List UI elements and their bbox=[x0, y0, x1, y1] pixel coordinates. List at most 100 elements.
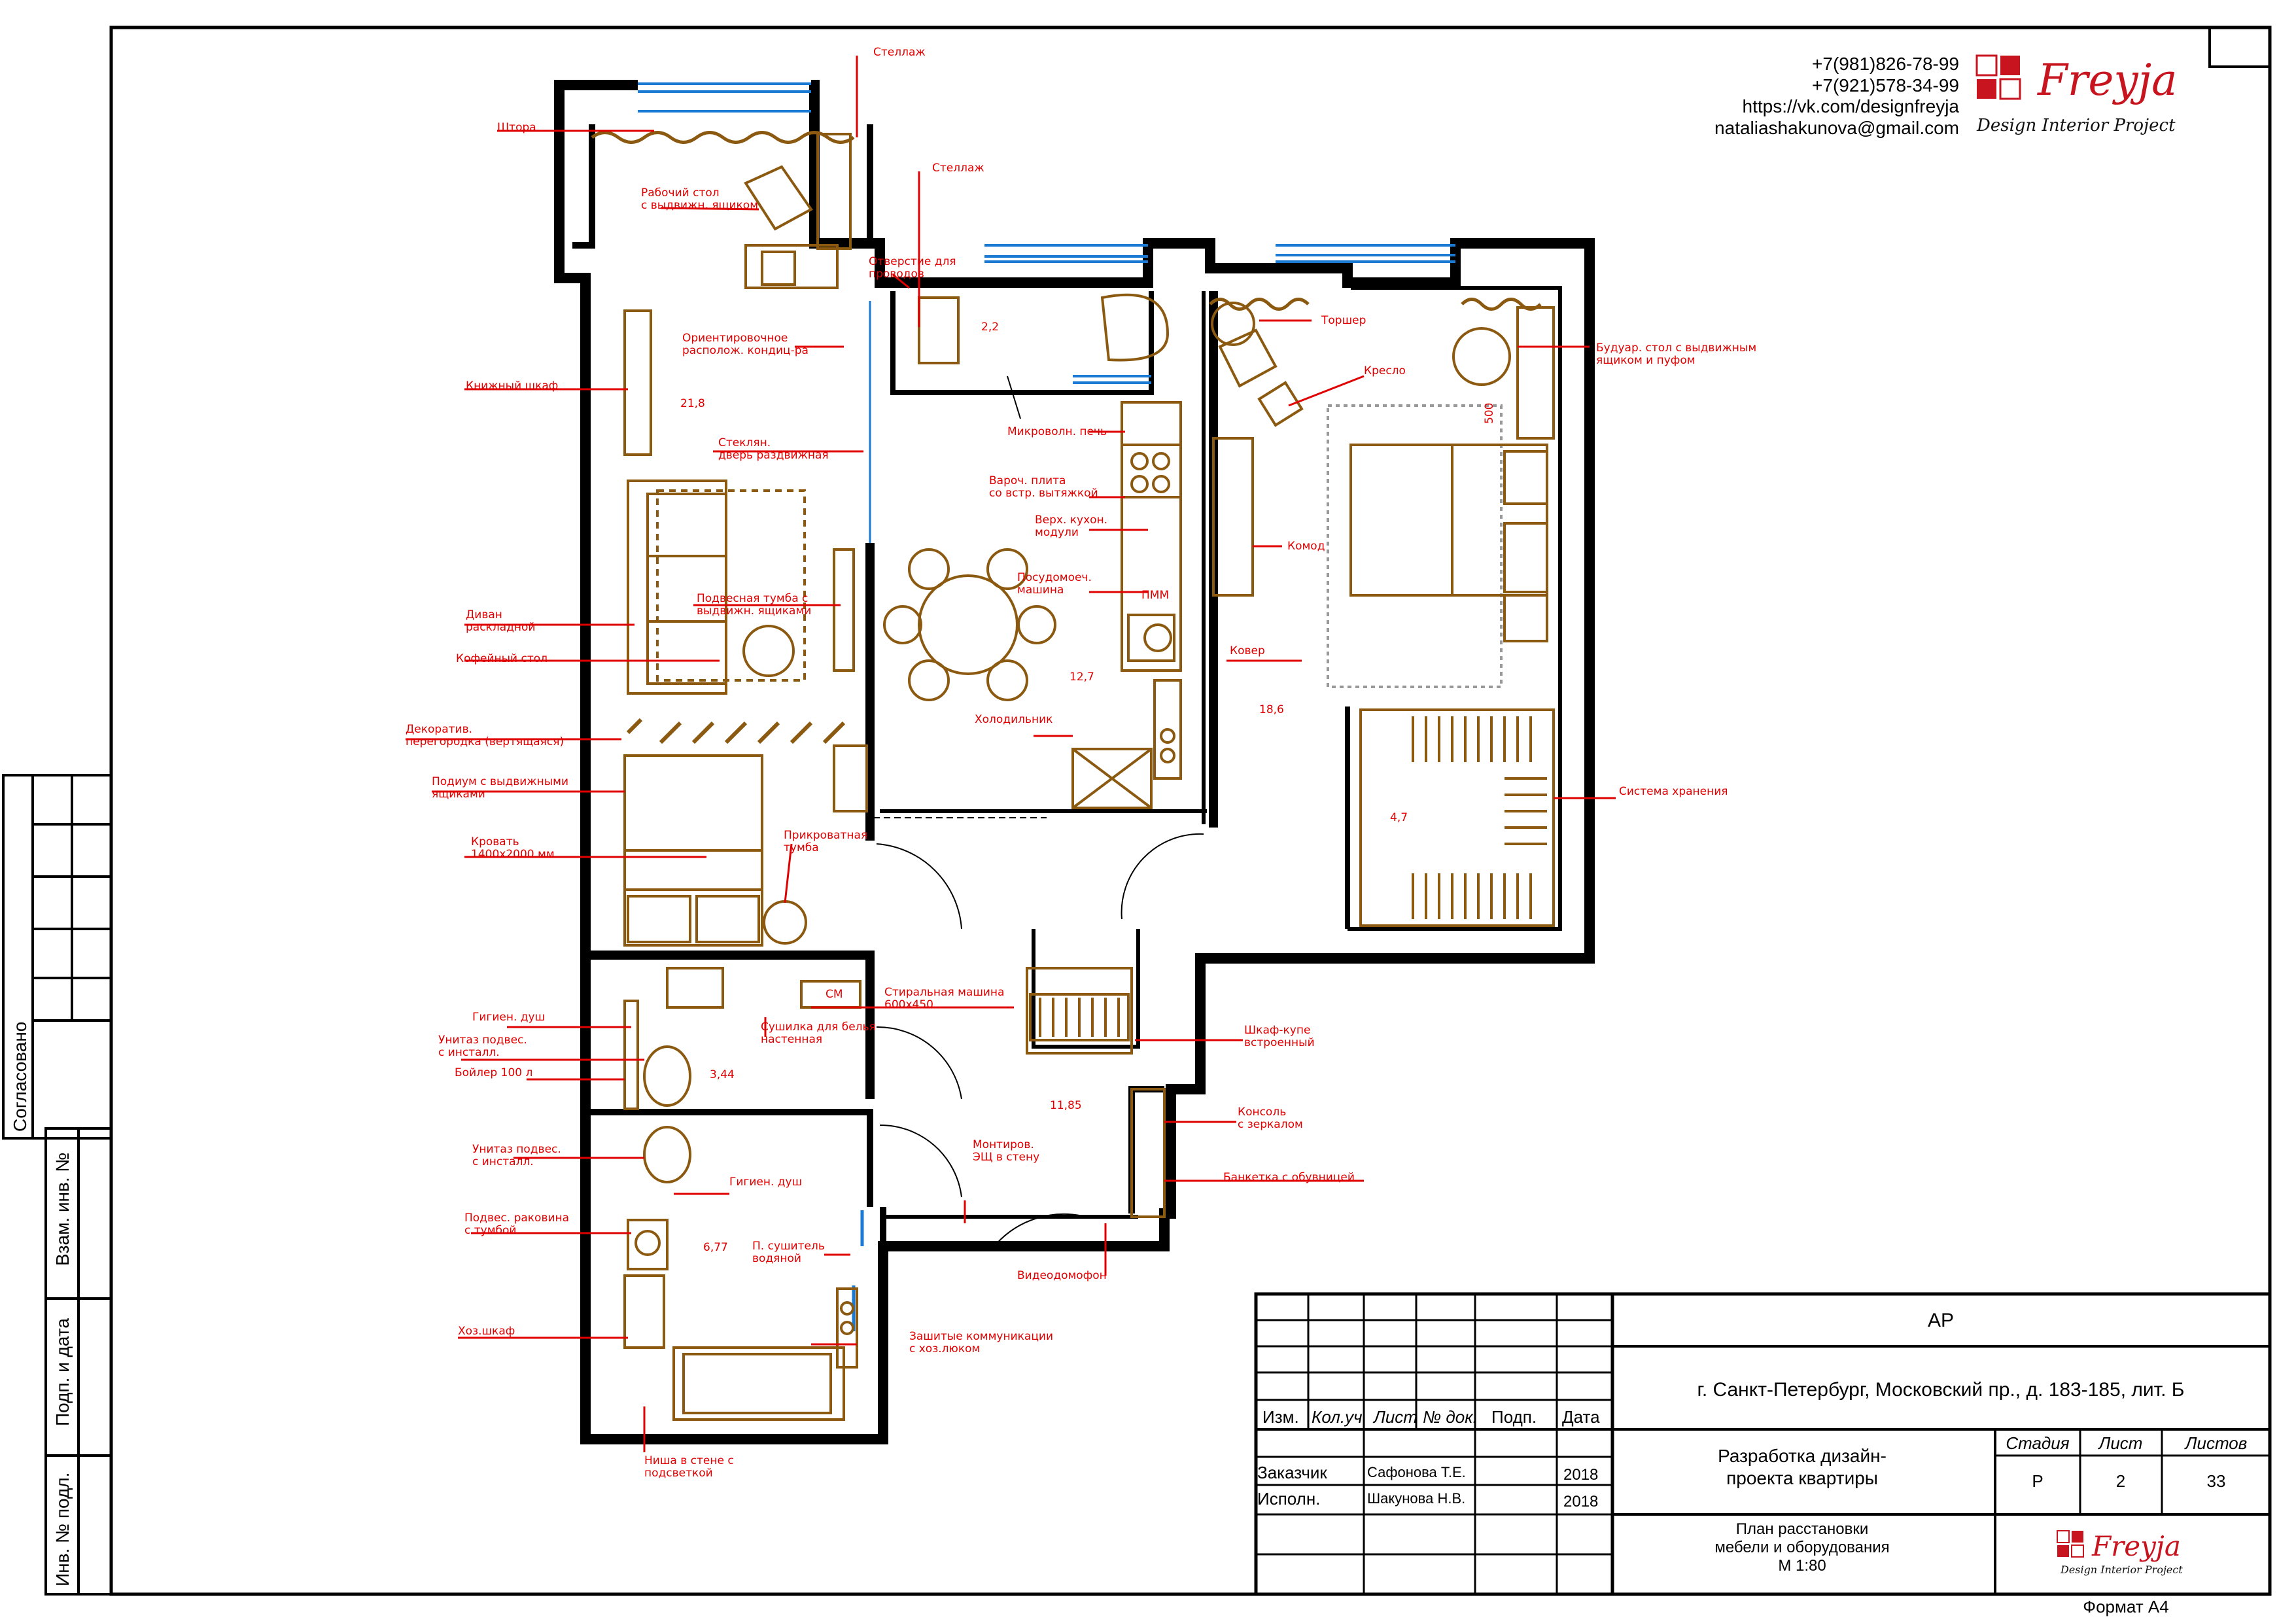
logo-square-3 bbox=[1977, 79, 1996, 99]
tb-logo-square-4 bbox=[2071, 1544, 2084, 1558]
vk-link: https://vk.com/designfreyja bbox=[1743, 96, 1960, 116]
project-name: Разработка дизайн-проекта квартиры bbox=[1718, 1446, 1887, 1488]
tb-brand-tagline: Design Interior Project bbox=[2060, 1563, 2183, 1576]
sheet-label: Лист bbox=[2098, 1433, 2143, 1453]
area-living: 21,8 bbox=[680, 397, 705, 410]
title-block-logo: Freyja Design Interior Project bbox=[2057, 1530, 2183, 1576]
corner-box bbox=[2208, 26, 2271, 68]
executor-label: Исполн. bbox=[1257, 1489, 1320, 1509]
label-fridge: Холодильник bbox=[975, 713, 1052, 726]
stamp-agreed: Согласовано bbox=[10, 1022, 30, 1132]
logo: Freyja Design Interior Project bbox=[1975, 54, 2178, 135]
phone-1: +7(981)826-78-99 bbox=[1812, 54, 1959, 74]
logo-square-4 bbox=[1999, 78, 2021, 100]
label-panel: Монтиров.ЭЩ в стену bbox=[973, 1138, 1039, 1164]
col-date: Дата bbox=[1562, 1407, 1600, 1427]
area-storage: 2,2 bbox=[981, 321, 999, 334]
label-carpet: Ковер bbox=[1230, 644, 1265, 657]
area-wardrobe: 4,7 bbox=[1390, 811, 1408, 824]
label-dresser: Комод bbox=[1287, 540, 1325, 553]
tb-logo-square-2 bbox=[2072, 1531, 2083, 1543]
label-armchair: Кресло bbox=[1364, 364, 1406, 377]
leader-lines bbox=[406, 56, 1616, 1452]
stamp-sign-date: Подп. и дата bbox=[52, 1318, 73, 1426]
address: г. Санкт-Петербург, Московский пр., д. 1… bbox=[1697, 1379, 2185, 1401]
tb-logo-square-1 bbox=[2057, 1530, 2070, 1543]
label-pmm: ПММ bbox=[1141, 589, 1169, 602]
customer-name: Сафонова Т.Е. bbox=[1367, 1464, 1466, 1480]
side-stamp bbox=[2, 774, 113, 1596]
walls bbox=[554, 80, 1595, 1444]
furniture bbox=[623, 133, 1555, 1421]
label-partition: Декоратив.перегородка (вертящаяся) bbox=[406, 723, 564, 748]
email: nataliashakunova@gmail.com bbox=[1714, 118, 1959, 138]
label-shtora: Штора bbox=[497, 121, 536, 134]
label-microwave: Микроволн. печь bbox=[1007, 425, 1107, 438]
col-kol: Кол.уч bbox=[1312, 1407, 1363, 1427]
area-bedroom: 18,6 bbox=[1259, 703, 1284, 716]
label-dishwasher: Посудомоеч.машина bbox=[1017, 571, 1092, 597]
label-intercom: Видеодомофон bbox=[1017, 1269, 1107, 1282]
customer-label: Заказчик bbox=[1257, 1463, 1327, 1482]
label-upper-cab: Верх. кухон.модули bbox=[1035, 514, 1107, 539]
doors bbox=[873, 375, 1204, 1247]
label-shelf-top: Стеллаж bbox=[873, 46, 926, 59]
doc-code: АР bbox=[1928, 1310, 1954, 1331]
label-utility: Хоз.шкаф bbox=[458, 1325, 515, 1338]
area-kitchen: 12,7 bbox=[1070, 671, 1094, 684]
label-torsher: Торшер bbox=[1321, 314, 1366, 327]
col-list: Лист bbox=[1372, 1407, 1418, 1427]
label-hyg-shower1: Гигиен. душ bbox=[472, 1011, 545, 1024]
label-storage-sys: Система хранения bbox=[1619, 785, 1728, 798]
executor-year: 2018 bbox=[1563, 1493, 1598, 1510]
area-hall: 11,85 bbox=[1050, 1099, 1082, 1112]
col-podp: Подп. bbox=[1491, 1407, 1537, 1427]
sheets-label: Листов bbox=[2184, 1433, 2248, 1453]
stamp-inv-podl: Инв. № подл. bbox=[52, 1473, 73, 1586]
brand-tagline: Design Interior Project bbox=[1976, 116, 2176, 135]
tb-brand-name: Freyja bbox=[2091, 1530, 2181, 1562]
brand-name: Freyja bbox=[2037, 55, 2178, 105]
customer-year: 2018 bbox=[1563, 1466, 1598, 1484]
logo-square-2 bbox=[2000, 56, 2020, 75]
title-block-text: АР г. Санкт-Петербург, Московский пр., д… bbox=[1257, 1310, 2247, 1616]
label-glass-door: Стеклян.дверь раздвижная bbox=[718, 436, 829, 462]
logo-square-1 bbox=[1975, 54, 1998, 77]
contacts: +7(981)826-78-99 +7(921)578-34-99 https:… bbox=[1714, 54, 1959, 138]
label-cm: СМ bbox=[826, 988, 843, 1001]
stamp-inv-vzam: Взам. инв. № bbox=[52, 1153, 73, 1266]
tb-logo-square-3 bbox=[2057, 1545, 2069, 1557]
label-bench: Банкетка с обувницей bbox=[1223, 1171, 1355, 1184]
col-doc: № док. bbox=[1423, 1407, 1478, 1427]
phone-2: +7(921)578-34-99 bbox=[1812, 75, 1959, 96]
stage-label: Стадия bbox=[2006, 1433, 2069, 1453]
area-bath: 6,77 bbox=[703, 1241, 728, 1254]
format-label: Формат А4 bbox=[2083, 1597, 2168, 1616]
title-block bbox=[1254, 1292, 2272, 1596]
dim-500: 500 bbox=[1483, 403, 1496, 424]
windows bbox=[638, 82, 1455, 1331]
sheets-value: 33 bbox=[2207, 1471, 2226, 1491]
sheet-value: 2 bbox=[2116, 1471, 2125, 1491]
label-coffee-table: Кофейный стол bbox=[456, 652, 548, 665]
